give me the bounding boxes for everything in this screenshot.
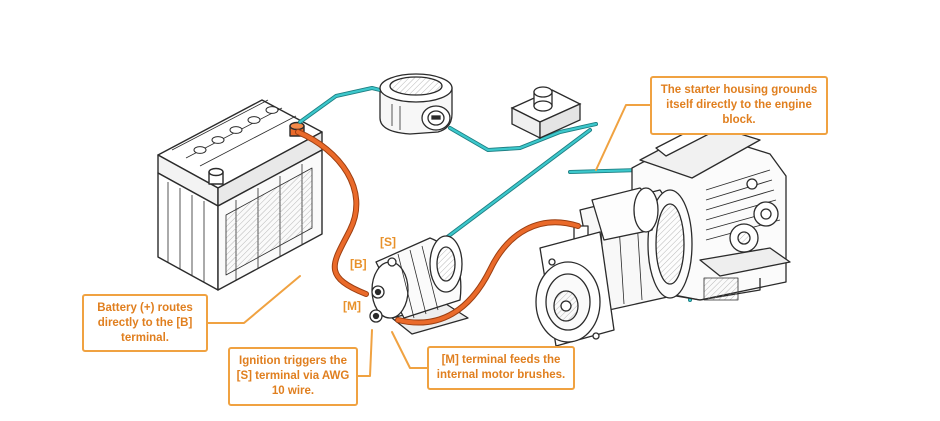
callout-motor-brushes: [M] terminal feeds the internal motor br… [427,346,575,390]
callout-battery-positive: Battery (+) routes directly to the [B] t… [82,294,208,352]
starter-motor-icon [535,187,693,347]
terminal-label-s: [S] [380,235,396,249]
terminal-label-m: [M] [343,299,361,313]
push-button-switch-icon [510,86,582,140]
callout-housing-ground: The starter housing grounds itself direc… [650,76,828,135]
car-battery-icon [157,99,323,291]
starter-solenoid-icon [369,235,469,335]
ignition-switch-icon [379,73,453,135]
terminal-label-b: [B] [350,257,367,271]
callout-leaders [207,104,651,377]
power-cables [295,129,581,326]
callout-ignition-trigger: Ignition triggers the [S] terminal via A… [228,347,358,406]
